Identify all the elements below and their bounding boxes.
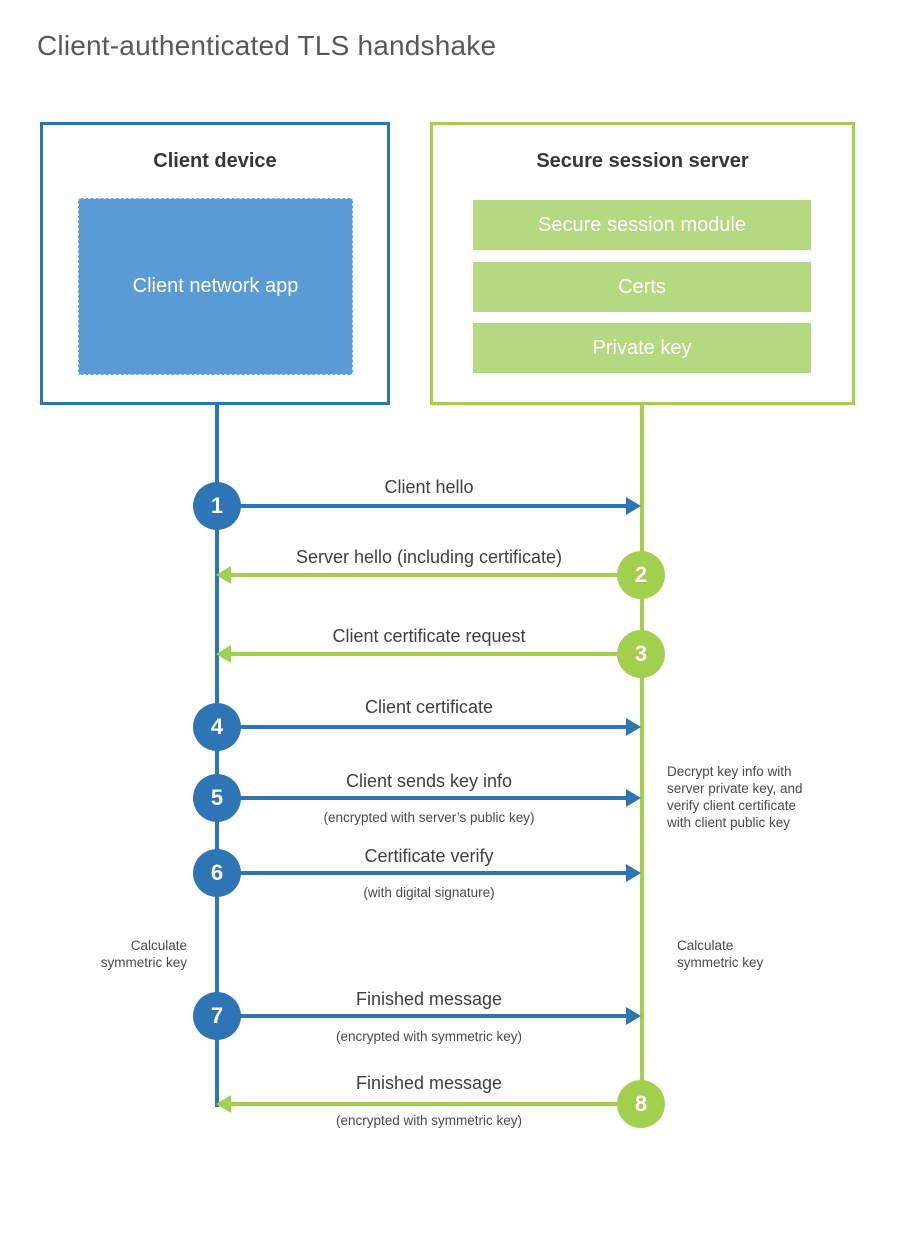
- message-sublabel: (with digital signature): [363, 885, 495, 900]
- client-device-heading: Client device: [153, 150, 277, 172]
- arrowhead-right-icon: [626, 718, 641, 736]
- arrowhead-left-icon: [216, 1095, 231, 1113]
- arrowhead-left-icon: [216, 645, 231, 663]
- server-module-secure-session: Secure session module: [473, 200, 811, 250]
- step-number: 4: [210, 714, 224, 739]
- step-number: 2: [634, 562, 648, 587]
- client-lifeline: [215, 405, 219, 1107]
- message-label: Client certificate request: [332, 626, 526, 646]
- arrowhead-right-icon: [626, 789, 641, 807]
- message-label: Client sends key info: [345, 771, 513, 791]
- message-label: Certificate verify: [364, 846, 494, 866]
- step-number: 8: [634, 1091, 648, 1116]
- arrowhead-right-icon: [626, 864, 641, 882]
- note-calc-symmetric-key-client: Calculate symmetric key: [35, 937, 187, 971]
- note-line: Calculate: [677, 938, 734, 953]
- arrowhead-right-icon: [626, 1007, 641, 1025]
- note-line: server private key, and: [667, 781, 803, 796]
- step-number: 6: [210, 860, 224, 885]
- step-circle: 7: [193, 992, 241, 1040]
- step-circle: 1: [193, 482, 241, 530]
- message-label: Client hello: [384, 477, 474, 497]
- step-circle: 8: [617, 1080, 665, 1128]
- note-calc-symmetric-key-server: Calculate symmetric key: [677, 937, 829, 971]
- note-line: symmetric key: [677, 955, 764, 970]
- message-label: Finished message: [355, 1073, 503, 1093]
- server-lifeline: [640, 405, 644, 1105]
- step-circle: 4: [193, 703, 241, 751]
- step-circle: 2: [617, 551, 665, 599]
- note-decrypt-key-info: Decrypt key info with server private key…: [667, 763, 837, 831]
- server-module-private-key: Private key: [473, 323, 811, 373]
- note-line: symmetric key: [100, 955, 187, 970]
- message-arrow: [217, 1014, 627, 1018]
- arrowhead-right-icon: [626, 497, 641, 515]
- server-module-certs: Certs: [473, 262, 811, 312]
- diagram-title: Client-authenticated TLS handshake: [37, 30, 497, 61]
- note-line: with client public key: [667, 815, 791, 830]
- message-arrow: [217, 796, 627, 800]
- message-label: Finished message: [355, 989, 503, 1009]
- server-heading: Secure session server: [536, 150, 749, 172]
- message-sublabel: (encrypted with symmetric key): [335, 1113, 523, 1128]
- note-line: Calculate: [130, 938, 187, 953]
- arrowhead-left-icon: [216, 566, 231, 584]
- message-arrow: [217, 871, 627, 875]
- note-line: Decrypt key info with: [667, 764, 792, 779]
- step-number: 3: [634, 641, 648, 666]
- client-network-app-box: Client network app: [78, 198, 353, 375]
- message-label: Client certificate: [364, 697, 494, 717]
- server-box: Secure session server Secure session mod…: [430, 122, 855, 405]
- step-number: 1: [210, 493, 224, 518]
- message-arrow: [217, 725, 627, 729]
- step-circle: 3: [617, 630, 665, 678]
- message-arrow: [217, 504, 627, 508]
- step-circle: 5: [193, 774, 241, 822]
- step-number: 7: [210, 1003, 224, 1028]
- client-device-box: Client device Client network app: [40, 122, 390, 405]
- note-line: verify client certificate: [667, 798, 797, 813]
- message-arrow: [231, 652, 641, 656]
- message-arrow: [231, 1102, 641, 1106]
- message-label: Server hello (including certificate): [295, 547, 563, 567]
- step-number: 5: [210, 785, 224, 810]
- message-sublabel: (encrypted with symmetric key): [335, 1029, 523, 1044]
- client-network-app-label: Client network app: [132, 275, 299, 297]
- message-sublabel: (encrypted with server’s public key): [323, 810, 535, 825]
- message-arrow: [231, 573, 641, 577]
- step-circle: 6: [193, 849, 241, 897]
